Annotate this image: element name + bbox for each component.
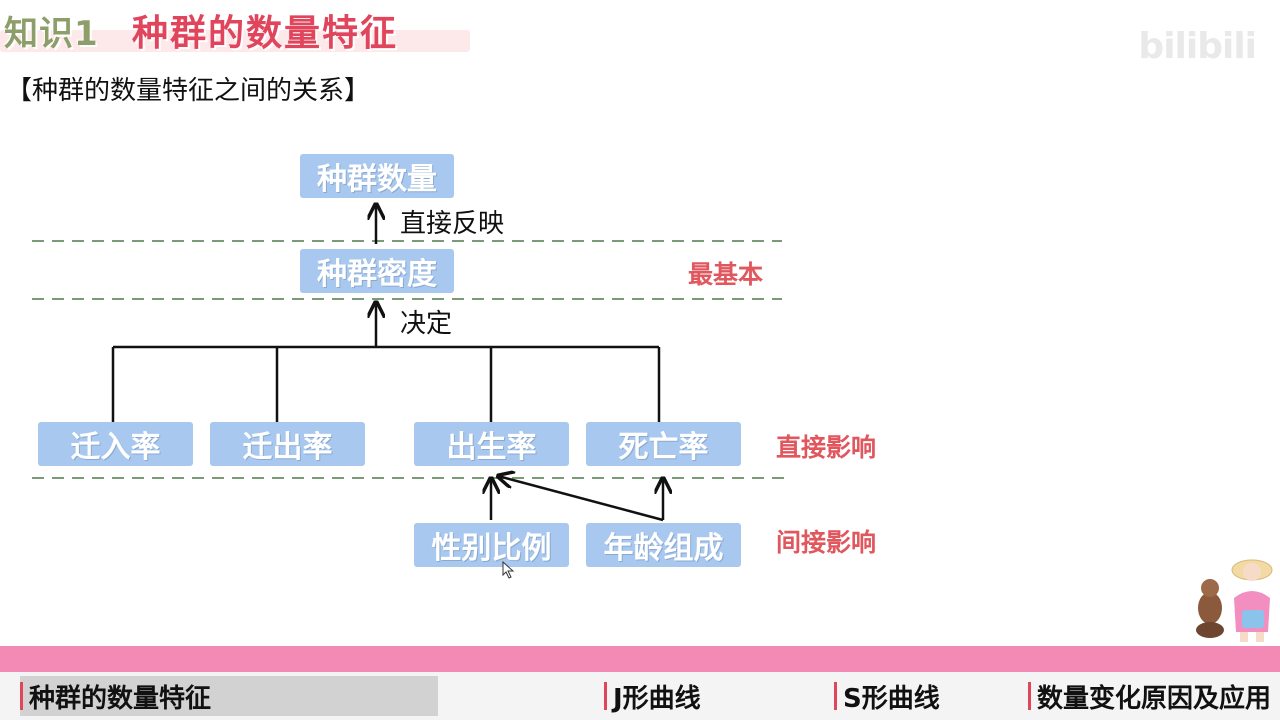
note-indirect-influence: 间接影响 [776, 528, 877, 557]
tab-change-causes[interactable]: 数量变化原因及应用 [1028, 676, 1271, 716]
node-emigration-rate: 迁出率 [210, 422, 365, 466]
tab-population-features[interactable]: 种群的数量特征 [20, 676, 438, 716]
tab-marker [20, 682, 23, 710]
note-most-basic: 最基本 [688, 260, 764, 289]
bilibili-watermark: bilibili [1138, 26, 1257, 67]
slide-subtitle: 【种群的数量特征之间的关系】 [6, 76, 371, 106]
node-death-rate: 死亡率 [586, 422, 741, 466]
divider-bar [0, 646, 1280, 672]
note-direct-influence: 直接影响 [776, 433, 877, 462]
arrow-age-to-birth [498, 476, 664, 522]
tab-label: S形曲线 [843, 683, 940, 714]
mouse-cursor-icon [502, 561, 515, 579]
tab-marker [604, 682, 607, 710]
tab-s-curve[interactable]: S形曲线 [834, 676, 940, 716]
title-area: 知识1 种群的数量特征 [0, 0, 480, 60]
node-birth-rate: 出生率 [414, 422, 569, 466]
node-age-structure: 年龄组成 [586, 523, 741, 567]
tab-j-curve[interactable]: J形曲线 [604, 676, 701, 716]
label-determines: 决定 [400, 309, 453, 339]
tab-marker [834, 682, 837, 710]
node-immigration-rate: 迁入率 [38, 422, 193, 466]
tab-label: 种群的数量特征 [29, 683, 212, 714]
page-title: 种群的数量特征 [132, 13, 399, 54]
cartoon-girl-icon [1196, 559, 1273, 642]
section-number: 知识1 [4, 14, 99, 54]
title-highlight [0, 30, 470, 52]
tab-label: J形曲线 [613, 683, 701, 714]
label-direct-reflection: 直接反映 [400, 209, 505, 239]
tab-marker [1028, 682, 1031, 710]
node-population-density: 种群密度 [300, 249, 454, 293]
node-population-size: 种群数量 [300, 154, 454, 198]
tab-label: 数量变化原因及应用 [1037, 683, 1272, 714]
node-sex-ratio: 性别比例 [414, 523, 569, 567]
